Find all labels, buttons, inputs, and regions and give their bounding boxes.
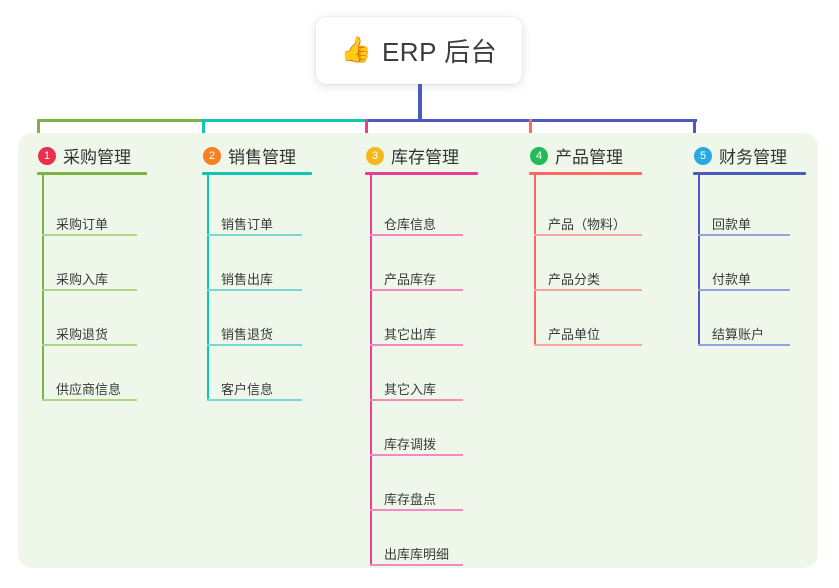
column-underline: [202, 172, 312, 175]
column-underline: [529, 172, 642, 175]
column-spine: [42, 175, 44, 399]
number-badge-3: 3: [366, 146, 384, 165]
leaf-item[interactable]: 产品（物料）: [548, 217, 627, 232]
leaf-item[interactable]: 采购订单: [56, 217, 109, 232]
root-node[interactable]: 👍 ERP 后台: [316, 17, 522, 84]
leaf-item-underline: [370, 289, 463, 291]
connector-drop-4: [529, 119, 532, 142]
thumbs-up-icon: 👍: [340, 36, 372, 64]
leaf-item-underline: [207, 234, 302, 236]
column-title: 销售管理: [228, 148, 296, 167]
leaf-item[interactable]: 销售退货: [221, 327, 274, 342]
column-header-4[interactable]: 4 产品管理: [530, 143, 623, 168]
leaf-item-underline: [698, 344, 790, 346]
leaf-item-underline: [370, 564, 463, 566]
connector-drop-1: [37, 119, 40, 142]
leaf-item[interactable]: 结算账户: [712, 327, 765, 342]
leaf-item-underline: [370, 344, 463, 346]
leaf-item[interactable]: 其它入库: [384, 382, 437, 397]
leaf-item[interactable]: 库存盘点: [384, 492, 437, 507]
root-node-title: ERP 后台: [381, 37, 498, 67]
leaf-item[interactable]: 产品库存: [384, 272, 437, 287]
leaf-item-underline: [370, 509, 463, 511]
number-badge-1: 1: [38, 146, 56, 165]
leaf-item[interactable]: 供应商信息: [56, 382, 122, 397]
leaf-item-underline: [698, 289, 790, 291]
branches-panel: [18, 133, 818, 568]
leaf-item-underline: [534, 289, 642, 291]
leaf-item[interactable]: 出库库明细: [384, 547, 450, 562]
connector-bus-segment-2: [202, 119, 367, 122]
number-badge-2: 2: [203, 146, 221, 165]
number-badge-4: 4: [530, 146, 548, 165]
leaf-item-underline: [207, 344, 302, 346]
connector-bus-segment-1: [37, 119, 204, 122]
root-node-content: 👍 ERP 后台: [341, 32, 497, 69]
column-title: 财务管理: [719, 148, 787, 167]
leaf-item-underline: [42, 234, 137, 236]
column-spine: [698, 175, 700, 344]
number-badge-5: 5: [694, 146, 712, 165]
leaf-item[interactable]: 回款单: [712, 217, 752, 232]
leaf-item[interactable]: 客户信息: [221, 382, 274, 397]
leaf-item[interactable]: 仓库信息: [384, 217, 437, 232]
column-spine: [370, 175, 372, 564]
leaf-item-underline: [42, 344, 137, 346]
column-spine: [534, 175, 536, 344]
column-header-5[interactable]: 5 财务管理: [694, 143, 787, 168]
leaf-item-underline: [698, 234, 790, 236]
leaf-item-underline: [42, 399, 137, 401]
leaf-item-underline: [370, 234, 463, 236]
column-header-1[interactable]: 1 采购管理: [38, 143, 131, 168]
column-underline: [365, 172, 478, 175]
column-header-3[interactable]: 3 库存管理: [366, 143, 459, 168]
leaf-item[interactable]: 销售出库: [221, 272, 274, 287]
leaf-item[interactable]: 产品分类: [548, 272, 601, 287]
leaf-item[interactable]: 采购退货: [56, 327, 109, 342]
leaf-item-underline: [534, 234, 642, 236]
column-title: 库存管理: [391, 148, 459, 167]
leaf-item-underline: [207, 289, 302, 291]
column-underline: [37, 172, 147, 175]
connector-drop-5: [693, 119, 696, 142]
leaf-item[interactable]: 付款单: [712, 272, 752, 287]
connector-root-trunk: [418, 84, 422, 122]
connector-drop-3: [365, 119, 368, 142]
leaf-item-underline: [534, 344, 642, 346]
leaf-item[interactable]: 库存调拨: [384, 437, 437, 452]
column-title: 采购管理: [63, 148, 131, 167]
column-underline: [693, 172, 806, 175]
leaf-item-underline: [207, 399, 302, 401]
column-header-2[interactable]: 2 销售管理: [203, 143, 296, 168]
leaf-item-underline: [370, 454, 463, 456]
leaf-item[interactable]: 其它出库: [384, 327, 437, 342]
column-title: 产品管理: [555, 148, 623, 167]
leaf-item[interactable]: 产品单位: [548, 327, 601, 342]
leaf-item-underline: [370, 399, 463, 401]
column-spine: [207, 175, 209, 399]
leaf-item[interactable]: 采购入库: [56, 272, 109, 287]
leaf-item-underline: [42, 289, 137, 291]
leaf-item[interactable]: 销售订单: [221, 217, 274, 232]
connector-drop-2: [202, 119, 205, 142]
